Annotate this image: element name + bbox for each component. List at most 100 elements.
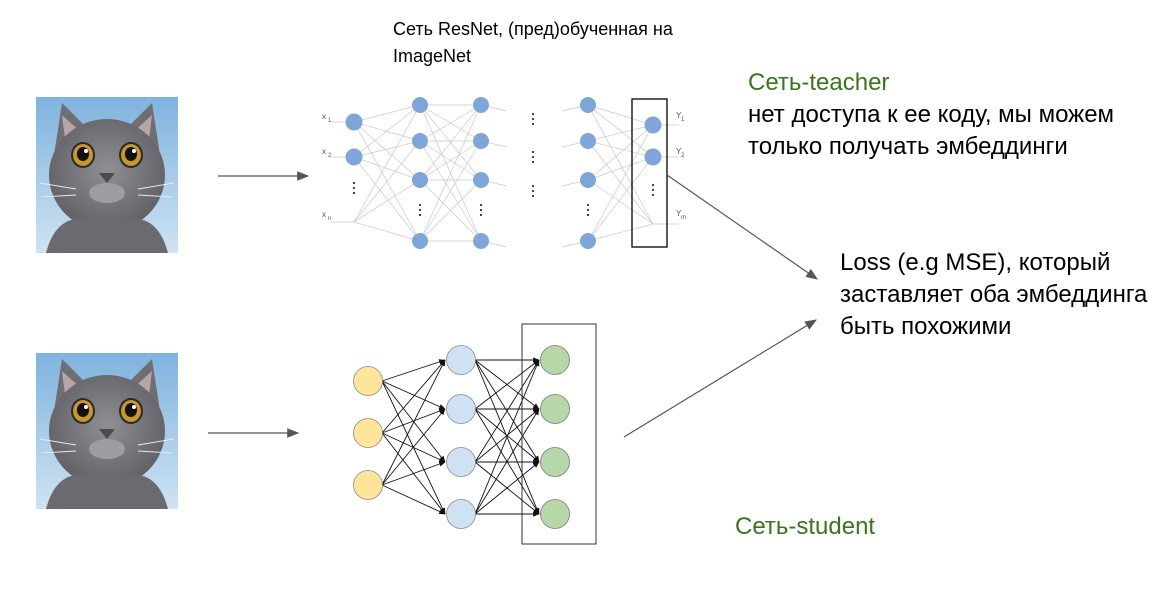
teacher-description: нет доступа к ее коду, мы можем только п… (748, 101, 1115, 160)
student-title: Сеть-student (735, 513, 876, 540)
ellipsis-dot (586, 203, 590, 207)
input-subscript: 2 (328, 153, 332, 159)
student-output-node (540, 345, 570, 375)
ellipsis-dot (531, 194, 535, 198)
loss-description: Loss (e.g MSE), который заставляет оба э… (840, 249, 1148, 340)
teacher-edge (353, 104, 421, 158)
cat-image (36, 97, 178, 253)
input-label: x (322, 112, 326, 121)
ellipsis-dot (531, 117, 535, 121)
student-edge (474, 359, 540, 463)
teacher-node (412, 133, 428, 149)
ellipsis-dot (479, 213, 483, 217)
student-edge (474, 408, 540, 463)
ellipsis-dot (531, 150, 535, 154)
resnet-caption: Сеть ResNet, (пред)обученная на ImageNet (393, 19, 673, 66)
teacher-edge (419, 140, 482, 242)
teacher-edge (353, 156, 421, 242)
teacher-edge (587, 156, 654, 242)
ellipsis-dot (651, 193, 655, 197)
teacher-node (473, 233, 489, 249)
ellipsis-dot (479, 208, 483, 212)
ellipsis-dot (531, 155, 535, 159)
input-subscript: n (328, 216, 331, 222)
ellipsis-dot (531, 112, 535, 116)
teacher-embedding-box (631, 98, 668, 248)
output-subscript: 1 (681, 117, 685, 123)
teacher-node (412, 233, 428, 249)
ellipsis-dot (586, 213, 590, 217)
output-label: Y (676, 147, 682, 156)
teacher-node (644, 148, 662, 166)
cat-photo-teacher (36, 97, 178, 258)
teacher-edge (353, 221, 421, 242)
teacher-node (473, 172, 489, 188)
teacher-edge (353, 121, 421, 142)
input-subscript: 1 (328, 118, 332, 124)
ellipsis-dot (418, 203, 422, 207)
teacher-node (580, 233, 596, 249)
student-input-node (353, 366, 383, 396)
teacher-edge (587, 124, 654, 181)
teacher-title: Сеть-teacher (748, 69, 890, 96)
teacher-edge (587, 223, 654, 242)
teacher-edge (419, 104, 482, 181)
student-edge (474, 359, 540, 515)
arrows (208, 171, 818, 438)
teacher-node (345, 113, 363, 131)
student-hidden-node (446, 345, 476, 375)
ellipsis-dot (352, 181, 356, 185)
ellipsis-dot (479, 203, 483, 207)
student-edge (474, 461, 540, 515)
cat-photo-student (36, 353, 178, 514)
student-network (353, 323, 597, 545)
teacher-edge (587, 104, 654, 126)
ellipsis-dot (586, 208, 590, 212)
arrow-teacher-to-loss (666, 174, 818, 280)
student-edge (474, 408, 540, 515)
ellipsis-dot (418, 208, 422, 212)
student-input-node (353, 470, 383, 500)
teacher-node (412, 172, 428, 188)
student-edge (381, 408, 446, 486)
teacher-edge (587, 140, 654, 158)
teacher-node (580, 172, 596, 188)
cat-image (36, 353, 178, 509)
student-edge (381, 359, 446, 382)
teacher-edge (353, 104, 421, 223)
student-edge (381, 380, 446, 463)
output-label: Y (676, 209, 682, 218)
teacher-edge (419, 104, 482, 142)
teacher-edge (353, 121, 421, 181)
student-output-node (540, 499, 570, 529)
teacher-node (644, 116, 662, 134)
student-hidden-node (446, 499, 476, 529)
ellipsis-dot (651, 188, 655, 192)
student-edge (381, 461, 446, 486)
teacher-node (580, 97, 596, 113)
student-hidden-node (446, 394, 476, 424)
ellipsis-dot (651, 183, 655, 187)
student-hidden-node (446, 447, 476, 477)
input-label: x (322, 147, 326, 156)
arrow-student-to-loss (623, 319, 818, 438)
student-embedding-box (521, 323, 597, 545)
teacher-edge (353, 140, 421, 158)
output-subscript: m (681, 215, 686, 221)
teacher-node (473, 97, 489, 113)
teacher-edge (353, 140, 421, 223)
student-edge (381, 380, 446, 410)
teacher-edge (587, 156, 654, 181)
teacher-node (345, 148, 363, 166)
teacher-node (580, 133, 596, 149)
input-label: x (322, 210, 326, 219)
ellipsis-dot (531, 184, 535, 188)
ellipsis-dot (531, 160, 535, 164)
ellipsis-dot (418, 213, 422, 217)
teacher-edge (353, 179, 421, 223)
teacher-edge (419, 179, 482, 242)
student-edge (381, 359, 446, 434)
teacher-edge (419, 104, 482, 242)
